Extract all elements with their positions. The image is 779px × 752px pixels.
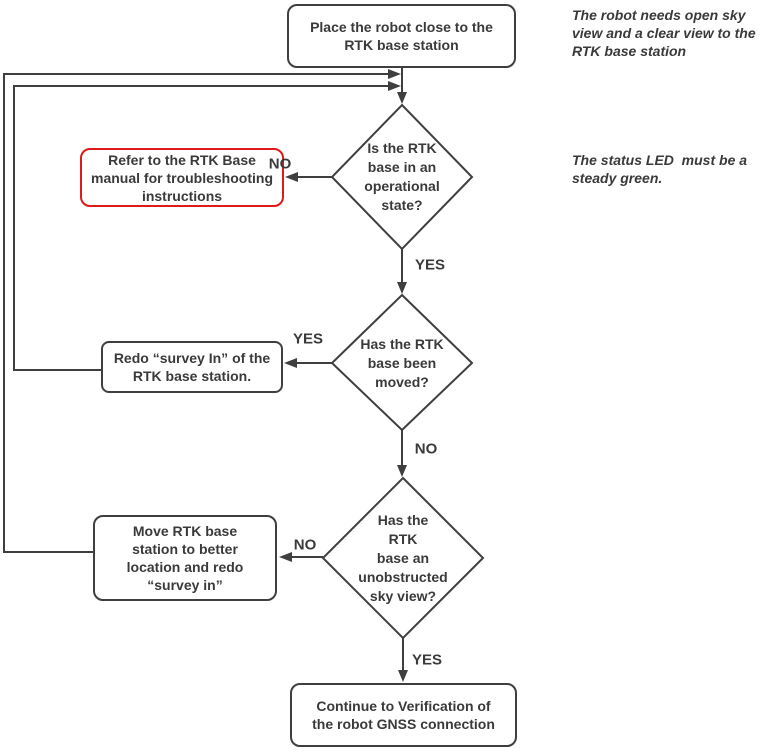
decision1-label: Is the RTK base in an operational state? [364,140,440,213]
arrowhead-d2-no [397,465,407,477]
decision-diamond-1 [330,103,474,251]
node-start: Place the robot close to the RTK base st… [287,4,516,68]
node-end: Continue to Verification of the robot GN… [290,683,517,747]
decision3-label: Has the RTK base an unobstructed sky vie… [358,511,448,604]
edge-label-d3-yes: YES [411,651,443,669]
decision2-label: Has the RTK base been moved? [360,335,444,390]
arrowhead-d1-yes [397,282,407,294]
arrowhead-d3-yes [398,670,408,682]
edge-label-d3-no: NO [293,536,317,554]
edge-label-d1-yes: YES [414,256,446,274]
arrowhead-d3-no [279,552,292,562]
edge-label-d2-no: NO [414,440,438,458]
edge-label-d2-yes: YES [292,330,324,348]
edge-redo-survey-loop [13,85,389,371]
node-refer-manual: Refer to the RTK Base manual for trouble… [80,148,284,207]
node-redo-survey: Redo “survey In” of the RTK base station… [101,341,283,393]
arrowhead-d2-yes [284,358,297,368]
arrowhead-d1-no [285,172,298,182]
annotation-status-led: The status LED must be a steady green. [572,152,748,186]
node-move-station: Move RTK base station to better location… [93,515,277,601]
arrowhead-outer-loop [388,69,401,79]
annotation-open-sky: The robot needs open sky view and a clea… [572,7,756,59]
decision-diamond-2 [330,293,474,432]
arrowhead-inner-loop [388,81,401,91]
arrowhead-start-to-d1 [397,92,407,104]
edge-move-station-loop [3,73,389,553]
edge-label-d1-no: NO [268,155,292,173]
decision-diamond-3 [321,476,485,640]
